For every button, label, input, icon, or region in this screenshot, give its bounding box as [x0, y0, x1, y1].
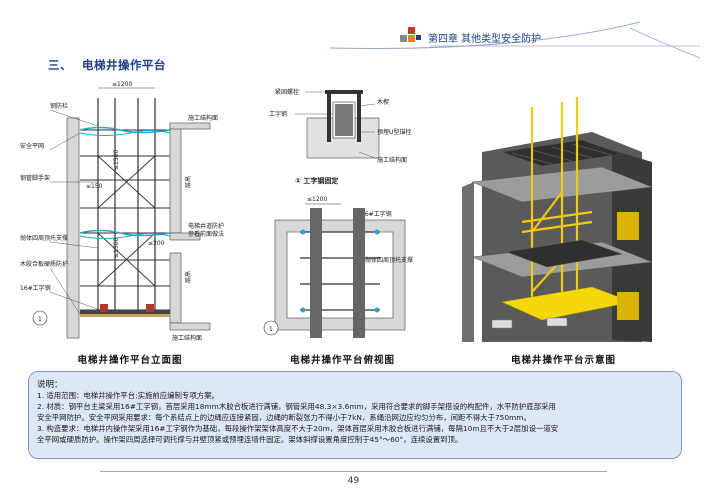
3d-caption: 电梯井操作平台示意图: [510, 355, 616, 366]
elev-callout: 1: [38, 316, 42, 323]
header-decoration: [329, 21, 701, 59]
notes-title: 说明：: [37, 380, 63, 390]
elev-label-net: 安全平网: [20, 142, 44, 150]
plan-label-wedge: 木楔: [377, 98, 389, 106]
notes-line-2: 2. 材质：钢平台主梁采用16#工字钢，首层采用18mm木胶合板进行满铺，钢管采…: [37, 402, 556, 411]
header-logo: [400, 27, 426, 45]
plan-label-bolt: 紧固螺栓: [275, 88, 299, 96]
elev-floor-a: 层高: [184, 176, 192, 188]
elev-label-scaffold: 钢管脚手架: [20, 174, 50, 182]
footer-rule: [100, 471, 607, 472]
plan-caption: 电梯井操作平台俯视图: [289, 355, 395, 366]
elev-floor-b: 层高: [184, 271, 192, 283]
plan-label-ibeam: 工字钢: [269, 110, 287, 118]
elev-dim-1500-b: ≤1500: [113, 238, 120, 258]
notes-line-4: 3. 构造要求：电梯井内操作架采用16#工字钢作为基础，每段操作架架体高度不大于…: [37, 424, 559, 433]
elev-label-support: 抛体四周顶托支撑: [20, 234, 68, 242]
plan-label-anchor: 预埋U型锚栓: [377, 128, 411, 136]
elev-dim-150: ≤150: [86, 183, 103, 190]
page-number: 49: [347, 476, 360, 486]
section-number: 三、: [48, 58, 72, 72]
plan-detail-caption: ① 工字钢固定: [295, 176, 338, 185]
plan-label-support: 抛体四周顶托支撑: [365, 256, 413, 264]
plan-dim-1200: ≤1200: [307, 196, 327, 203]
elev-label-structure-bottom: 施工结构面: [172, 334, 202, 342]
elevation-caption: 电梯井操作平台立面图: [77, 355, 183, 366]
elevation-figure: ≤1200 ≤1500 ≤1500 ≤150 ≤300 层高 层高 钢防栏 安全…: [20, 81, 224, 342]
notes-box: 说明： 1. 适用范围：电梯井操作平台;实施前应编制专项方案。 2. 材质：钢平…: [28, 371, 682, 459]
notes-line-3: 安全平网防护。安全平网采用要求：每个系结点上的边绳应连接紧固，边绳的断裂张力不得…: [37, 413, 531, 422]
elev-dim-1500-a: ≤1500: [113, 150, 120, 170]
plan-figure: 紧固螺栓 工字钢 木楔 预埋U型锚栓 施工结构面 ① 工字钢固定 ≤1200 1…: [263, 88, 413, 338]
notes-line-5: 全平网或硬质防护。操作架四周选择可调托撑与井壁顶紧或预埋连墙件固定。架体斜撑设置…: [37, 435, 463, 444]
elev-label-door-method: 参看前面做法: [188, 230, 224, 238]
elev-label-plank: 木胶合板硬质防护: [20, 260, 68, 268]
plan-label-ibeam16: 16#工字钢: [361, 210, 392, 218]
chapter-title: 第四章 其他类型安全防护: [428, 34, 542, 45]
elev-label-ibeam: 16#工字钢: [20, 284, 51, 292]
plan-callout: 1: [269, 326, 273, 333]
elev-label-door-protect: 电梯井道防护: [188, 222, 224, 230]
elev-dim-300: ≤300: [148, 240, 165, 247]
section-title: 三、电梯井操作平台: [48, 57, 166, 73]
elev-dim-1200: ≤1200: [112, 81, 132, 88]
shaft-3d-figure: [462, 97, 653, 342]
notes-line-1: 1. 适用范围：电梯井操作平台;实施前应编制专项方案。: [37, 391, 219, 400]
elev-label-structure-top: 施工结构面: [188, 114, 218, 122]
elev-label-rail: 钢防栏: [50, 102, 68, 110]
plan-label-structure: 施工结构面: [377, 156, 407, 164]
section-title-text: 电梯井操作平台: [82, 58, 166, 72]
